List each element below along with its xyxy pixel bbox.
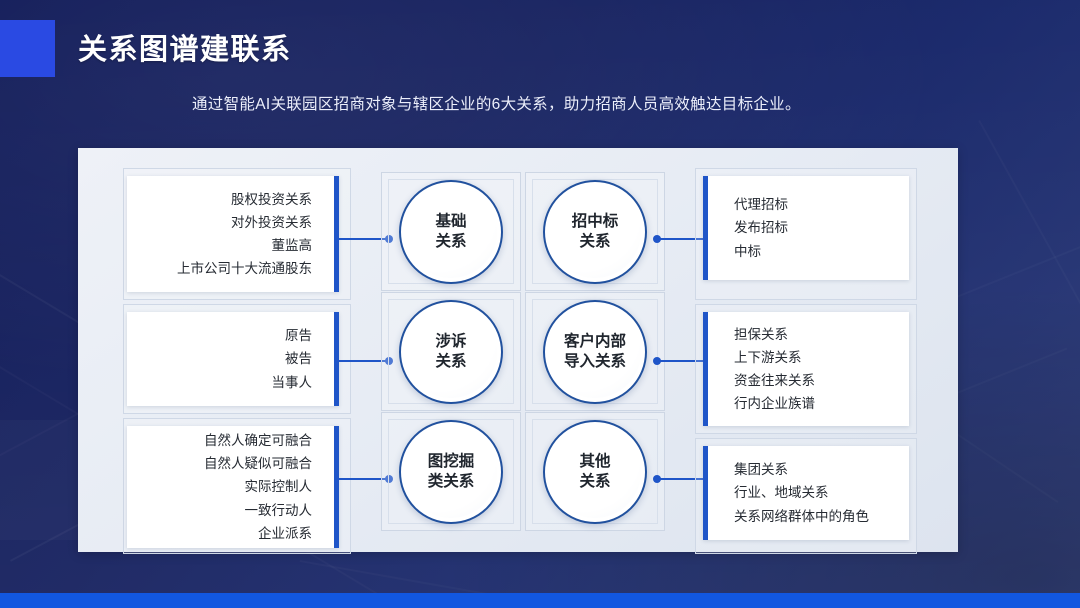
connector-right-2 [657, 360, 703, 362]
left-card-3[interactable]: 自然人确定可融合 自然人疑似可融合 实际控制人 一致行动人 企业派系 [127, 426, 339, 548]
circle-cell-2[interactable]: 招中标 关系 [525, 172, 665, 291]
circle-node-other[interactable]: 其他 关系 [543, 419, 647, 524]
right-card-3-item: 关系网络群体中的角色 [734, 508, 869, 524]
circle-cell-3[interactable]: 涉诉 关系 [381, 292, 521, 411]
connector-dot-left-3 [385, 475, 393, 483]
diagram-panel: 股权投资关系 对外投资关系 董监高 上市公司十大流通股东 原告 被告 当事人 自… [78, 148, 958, 554]
right-card-2-item: 上下游关系 [734, 349, 802, 365]
connector-right-3 [657, 478, 703, 480]
circle-label: 涉诉 关系 [435, 332, 467, 370]
circle-cell-1[interactable]: 基础 关系 [381, 172, 521, 291]
connector-right-1 [657, 238, 703, 240]
bottom-accent-bar [0, 593, 1080, 608]
connector-left-3 [339, 478, 389, 480]
right-column: 代理招标 发布招标 中标 担保关系 上下游关系 资金往来关系 行内企业族谱 集团… [695, 168, 917, 554]
right-card-2[interactable]: 担保关系 上下游关系 资金往来关系 行内企业族谱 [703, 312, 909, 426]
circle-label: 招中标 关系 [571, 212, 619, 250]
left-card-2[interactable]: 原告 被告 当事人 [127, 312, 339, 406]
circle-label: 其他 关系 [579, 452, 611, 490]
right-card-1[interactable]: 代理招标 发布招标 中标 [703, 176, 909, 280]
left-card-3-item: 自然人疑似可融合 [204, 456, 312, 472]
left-column: 股权投资关系 对外投资关系 董监高 上市公司十大流通股东 原告 被告 当事人 自… [123, 168, 351, 554]
left-card-3-item: 企业派系 [258, 525, 312, 541]
right-card-3-item: 行业、地域关系 [734, 485, 829, 501]
circle-cell-4[interactable]: 客户内部 导入关系 [525, 292, 665, 411]
page-title: 关系图谱建联系 [78, 34, 292, 66]
circle-label: 基础 关系 [435, 212, 467, 250]
right-card-2-item: 行内企业族谱 [734, 396, 815, 412]
right-card-3-item: 集团关系 [734, 462, 788, 478]
left-card-3-item: 自然人确定可融合 [204, 432, 312, 448]
right-card-2-item: 资金往来关系 [734, 373, 815, 388]
title-accent-square [0, 20, 55, 77]
left-card-1-item: 董监高 [271, 238, 313, 253]
right-card-1-item: 发布招标 [734, 220, 788, 236]
circle-node-basic[interactable]: 基础 关系 [399, 179, 503, 284]
bg-texture-line [978, 120, 1080, 331]
circle-node-graph-mining[interactable]: 图挖掘 类关系 [399, 419, 503, 524]
connector-left-1 [339, 238, 389, 240]
circle-cell-5[interactable]: 图挖掘 类关系 [381, 412, 521, 531]
left-card-2-item: 被告 [285, 351, 312, 367]
circle-node-litigation[interactable]: 涉诉 关系 [399, 299, 503, 404]
left-card-1-item: 上市公司十大流通股东 [177, 261, 312, 277]
right-card-1-item: 中标 [734, 243, 761, 259]
page-subtitle: 通过智能AI关联园区招商对象与辖区企业的6大关系，助力招商人员高效触达目标企业。 [192, 96, 801, 113]
right-card-3[interactable]: 集团关系 行业、地域关系 关系网络群体中的角色 [703, 446, 909, 540]
left-card-1[interactable]: 股权投资关系 对外投资关系 董监高 上市公司十大流通股东 [127, 176, 339, 292]
circle-label: 图挖掘 类关系 [427, 452, 475, 490]
circle-cell-6[interactable]: 其他 关系 [525, 412, 665, 531]
circle-label: 客户内部 导入关系 [563, 332, 626, 370]
left-card-1-item: 对外投资关系 [231, 214, 312, 230]
left-card-1-item: 股权投资关系 [231, 191, 312, 207]
connector-left-2 [339, 360, 389, 362]
right-card-1-item: 代理招标 [734, 197, 788, 213]
left-card-2-item: 原告 [285, 328, 312, 344]
circle-node-customer-import[interactable]: 客户内部 导入关系 [543, 299, 647, 404]
left-card-3-item: 一致行动人 [244, 502, 313, 518]
connector-dot-left-2 [385, 357, 393, 365]
left-card-3-item: 实际控制人 [244, 479, 313, 495]
connector-dot-left-1 [385, 235, 393, 243]
left-card-2-item: 当事人 [271, 374, 313, 390]
middle-grid: 基础 关系 招中标 关系 涉诉 关系 客户内部 导入关系 [381, 172, 665, 531]
right-card-2-item: 担保关系 [734, 326, 788, 342]
circle-node-bidding[interactable]: 招中标 关系 [543, 179, 647, 284]
